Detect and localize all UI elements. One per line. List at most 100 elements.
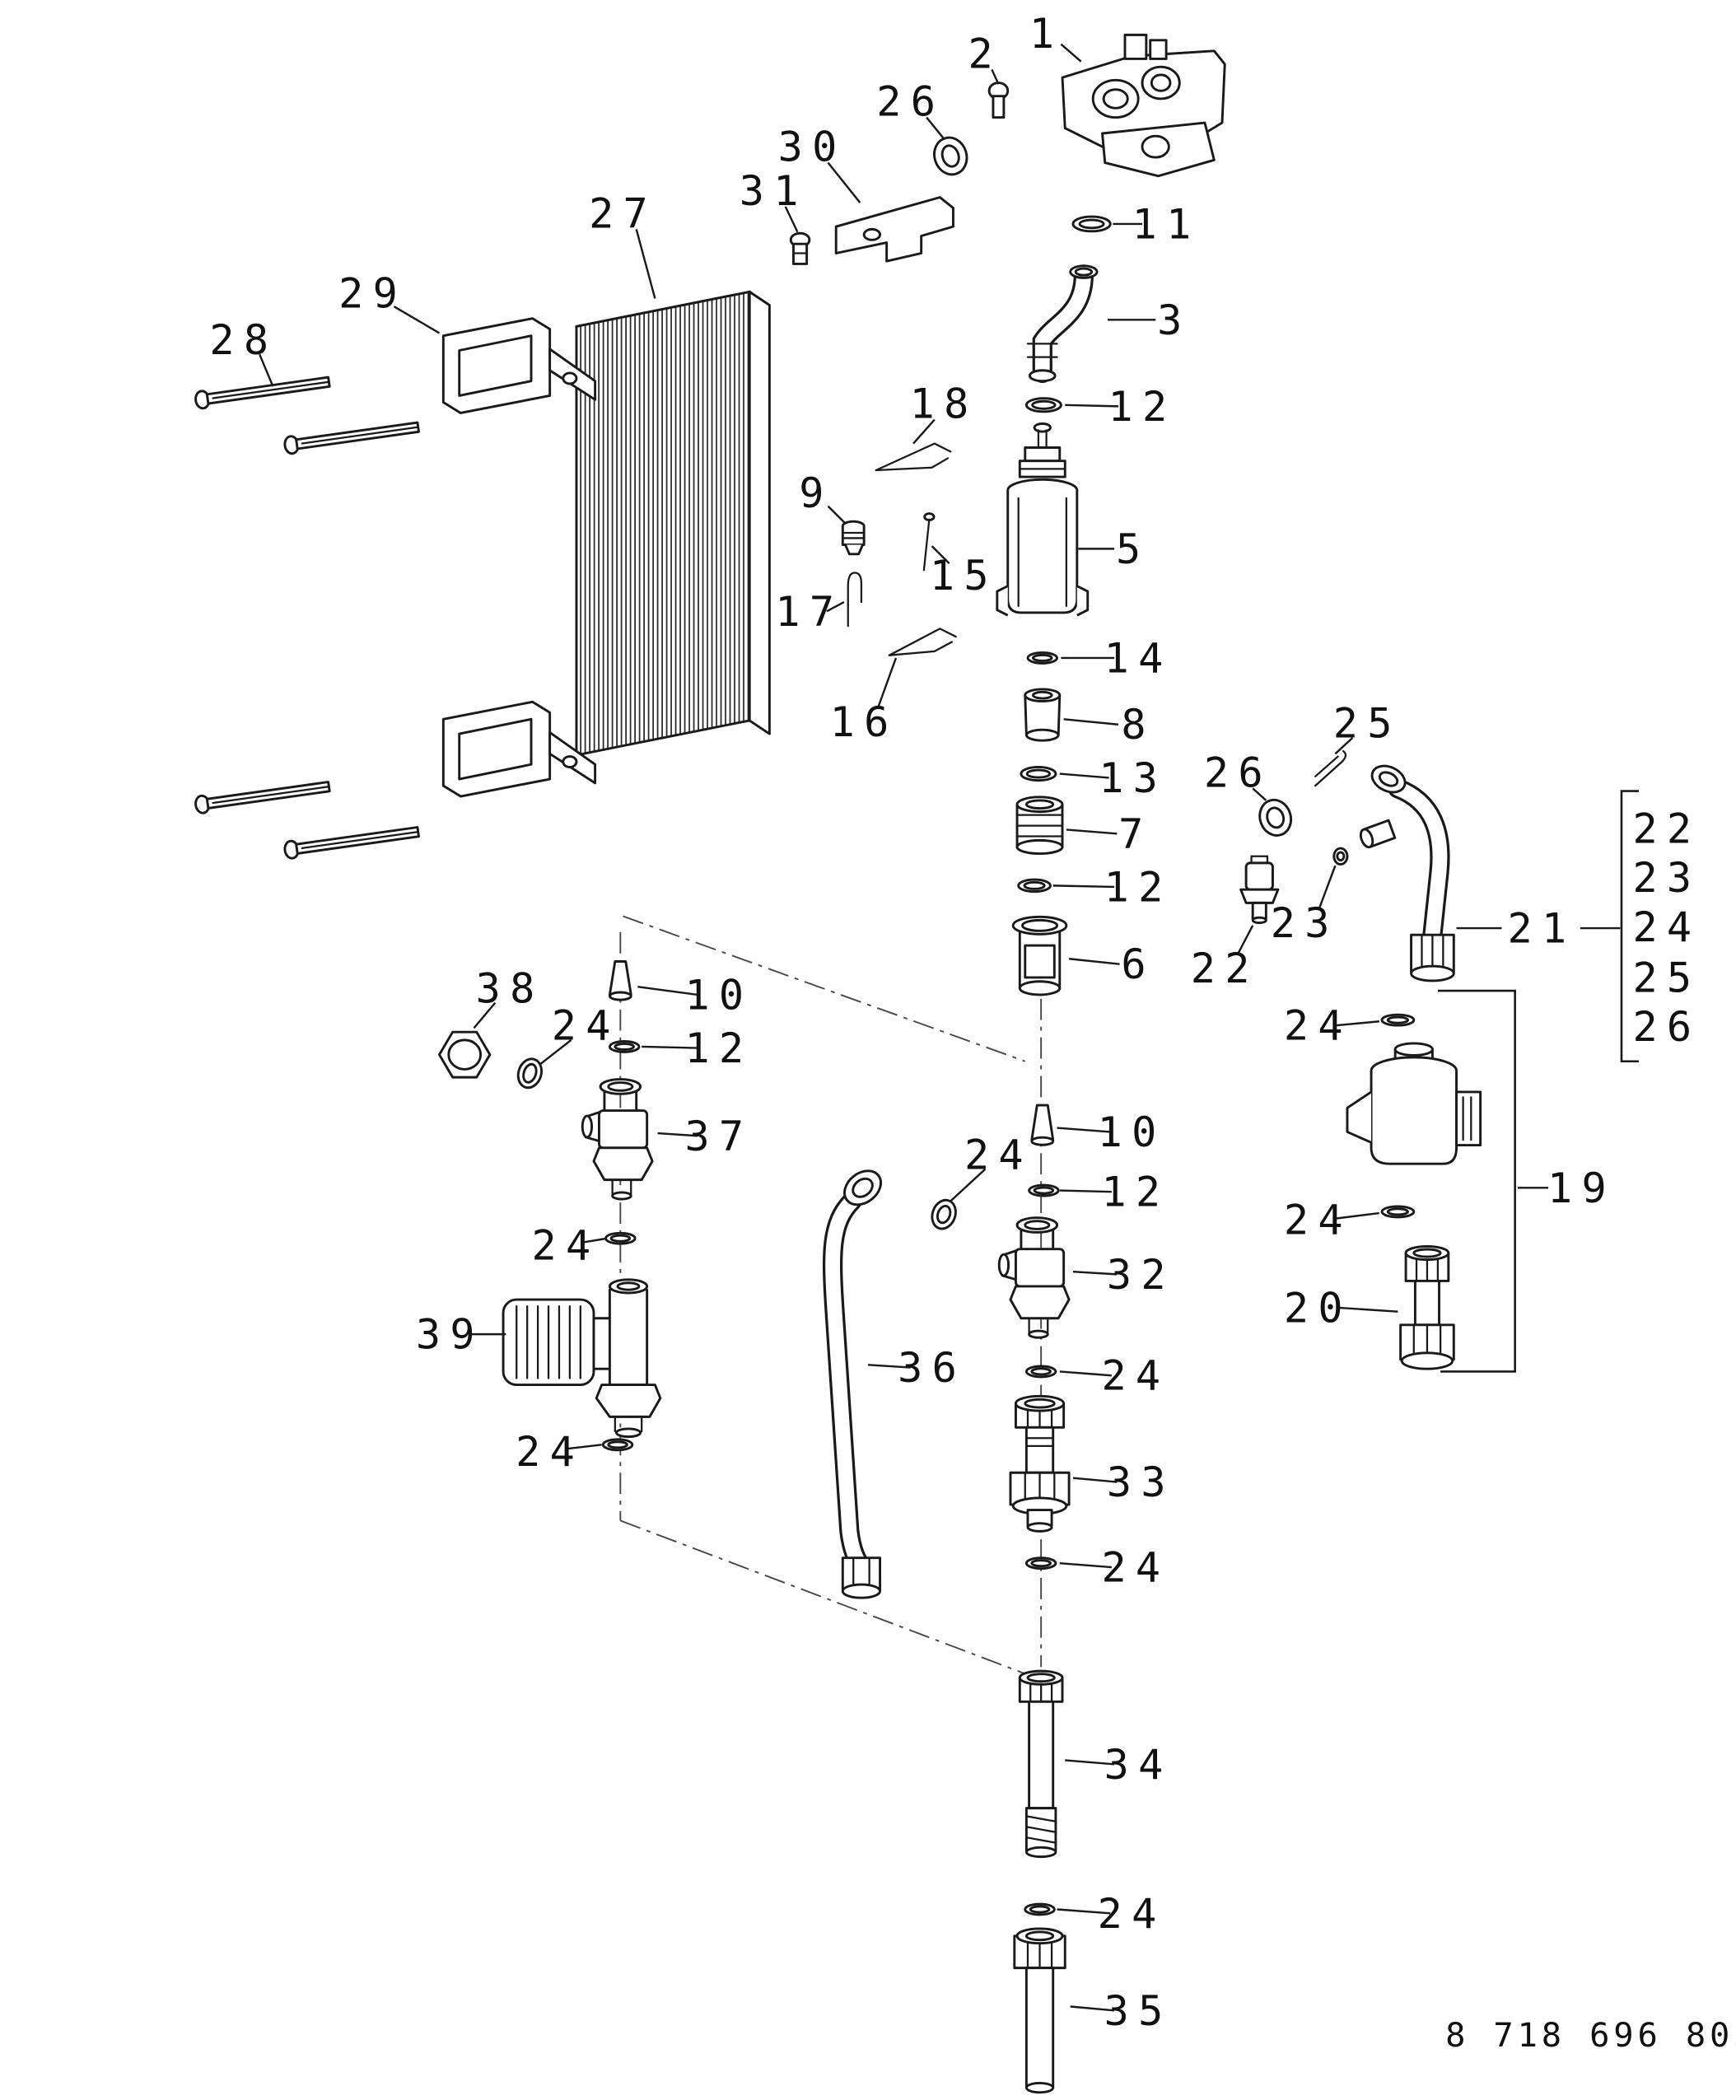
leader-line <box>1318 865 1337 909</box>
part-callout-24: 24 <box>1284 1001 1352 1050</box>
part-34-tube <box>1018 1669 1064 1859</box>
leader-line <box>1336 1020 1379 1027</box>
part-callout-24: 24 <box>1284 1196 1352 1244</box>
part-11-oring <box>1071 215 1112 233</box>
part-24-oring-a <box>516 1057 544 1090</box>
leader-line <box>1059 1370 1112 1377</box>
part-24-oring-d <box>931 1198 957 1230</box>
leader-line <box>827 161 861 203</box>
part-2-screw <box>987 82 1010 119</box>
part-29-bracket <box>441 317 597 798</box>
part-callout-8: 8 <box>1121 700 1155 749</box>
part-callout-30: 30 <box>778 123 847 171</box>
leader-line <box>827 505 847 525</box>
part-24-oring-i <box>1380 1205 1416 1219</box>
leader-line <box>1336 1211 1379 1220</box>
part-callout-35: 35 <box>1104 1986 1173 2035</box>
part-26-grommet-right <box>1258 798 1293 837</box>
part-callout-24: 24 <box>532 1220 600 1269</box>
part-10-cone-left <box>608 960 632 1001</box>
part-12-oring-lower <box>1017 878 1052 894</box>
part-9-plug <box>841 520 866 556</box>
part-39-actuator-valve <box>502 1278 662 1439</box>
part-callout-12: 12 <box>1108 382 1177 431</box>
part-5-cartridge <box>996 422 1090 617</box>
leader-line <box>1237 925 1254 954</box>
doc-number: 8 718 696 803 <box>1445 2015 1736 2055</box>
leader-line <box>1072 1477 1118 1483</box>
part-callout-22: 22 <box>1191 944 1259 992</box>
part-callout-5: 5 <box>1116 525 1150 573</box>
leader-line <box>642 1045 698 1049</box>
leader-line <box>1059 772 1109 779</box>
part-24-oring-g <box>1024 1902 1056 1916</box>
part-24-oring-b <box>604 1231 637 1245</box>
part-callout-24: 24 <box>1098 1889 1166 1938</box>
leader-line <box>582 1237 608 1244</box>
leader-line <box>657 1132 698 1137</box>
part-19-pump <box>1346 1042 1482 1165</box>
part-callout-37: 37 <box>684 1112 753 1160</box>
part-callout-25: 25 <box>1333 699 1402 748</box>
part-24-oring-c <box>601 1438 634 1452</box>
part-callout-24: 24 <box>516 1427 584 1476</box>
part-callout-11: 11 <box>1132 199 1201 248</box>
part-callout-23: 23 <box>1632 853 1701 902</box>
callout-layer: 1226303111312189155171614813712627292825… <box>209 9 1701 2035</box>
leader-line <box>1065 404 1118 408</box>
part-12-oring-upper <box>1024 397 1062 413</box>
part-31-screw <box>789 231 811 265</box>
leader-line <box>539 1038 572 1065</box>
part-8-bushing <box>1024 688 1062 742</box>
part-25-clip <box>1314 749 1347 787</box>
part-24-oring-h <box>1380 1013 1416 1027</box>
part-callout-38: 38 <box>476 964 544 1012</box>
part-callout-3: 3 <box>1157 296 1191 344</box>
part-callout-17: 17 <box>775 587 843 636</box>
leader-line <box>1059 1561 1112 1569</box>
part-24-oring-e <box>1024 1365 1057 1379</box>
leader-line <box>1057 1908 1111 1915</box>
part-23-oring <box>1332 847 1349 866</box>
part-callout-2: 2 <box>968 30 1002 78</box>
part-callout-14: 14 <box>1104 633 1173 682</box>
part-callout-39: 39 <box>416 1310 484 1359</box>
part-callout-15: 15 <box>930 551 998 600</box>
part-35-tube <box>1013 1927 1066 2094</box>
part-15-pin <box>922 512 936 572</box>
leader-line <box>393 306 441 334</box>
part-callout-24: 24 <box>552 1001 620 1050</box>
leader-line <box>931 545 950 565</box>
part-14-oring <box>1026 651 1059 665</box>
part-callout-36: 36 <box>898 1343 966 1392</box>
leader-line <box>1070 2005 1115 2012</box>
part-20-union <box>1399 1244 1455 1370</box>
leader-line <box>912 418 936 445</box>
part-callout-28: 28 <box>209 315 278 364</box>
leader-line <box>1060 43 1082 63</box>
leader-line <box>473 1001 497 1029</box>
part-callout-26: 26 <box>1204 748 1272 796</box>
leader-line <box>826 600 845 613</box>
leader-line <box>926 116 945 140</box>
part-6-coupler <box>1011 915 1068 996</box>
part-21-pipe <box>1359 764 1455 982</box>
part-callout-16: 16 <box>830 698 898 746</box>
leader-line <box>1336 1306 1398 1313</box>
part-callout-26: 26 <box>1632 1002 1701 1051</box>
part-30-bracket <box>834 196 954 263</box>
leader-line <box>1065 1759 1115 1766</box>
part-18-clip <box>875 442 952 472</box>
part-callout-21: 21 <box>1507 904 1575 953</box>
leader-line <box>1059 1189 1112 1193</box>
part-callout-26: 26 <box>876 77 945 126</box>
leader-line <box>1063 718 1119 726</box>
leader-line <box>1068 958 1120 965</box>
part-callout-34: 34 <box>1104 1740 1173 1789</box>
part-7-fitting <box>1015 796 1064 856</box>
part-16-clip <box>888 628 957 656</box>
part-callout-7: 7 <box>1118 810 1152 858</box>
part-callout-24: 24 <box>1101 1351 1169 1400</box>
part-12-oring-left <box>608 1040 641 1053</box>
